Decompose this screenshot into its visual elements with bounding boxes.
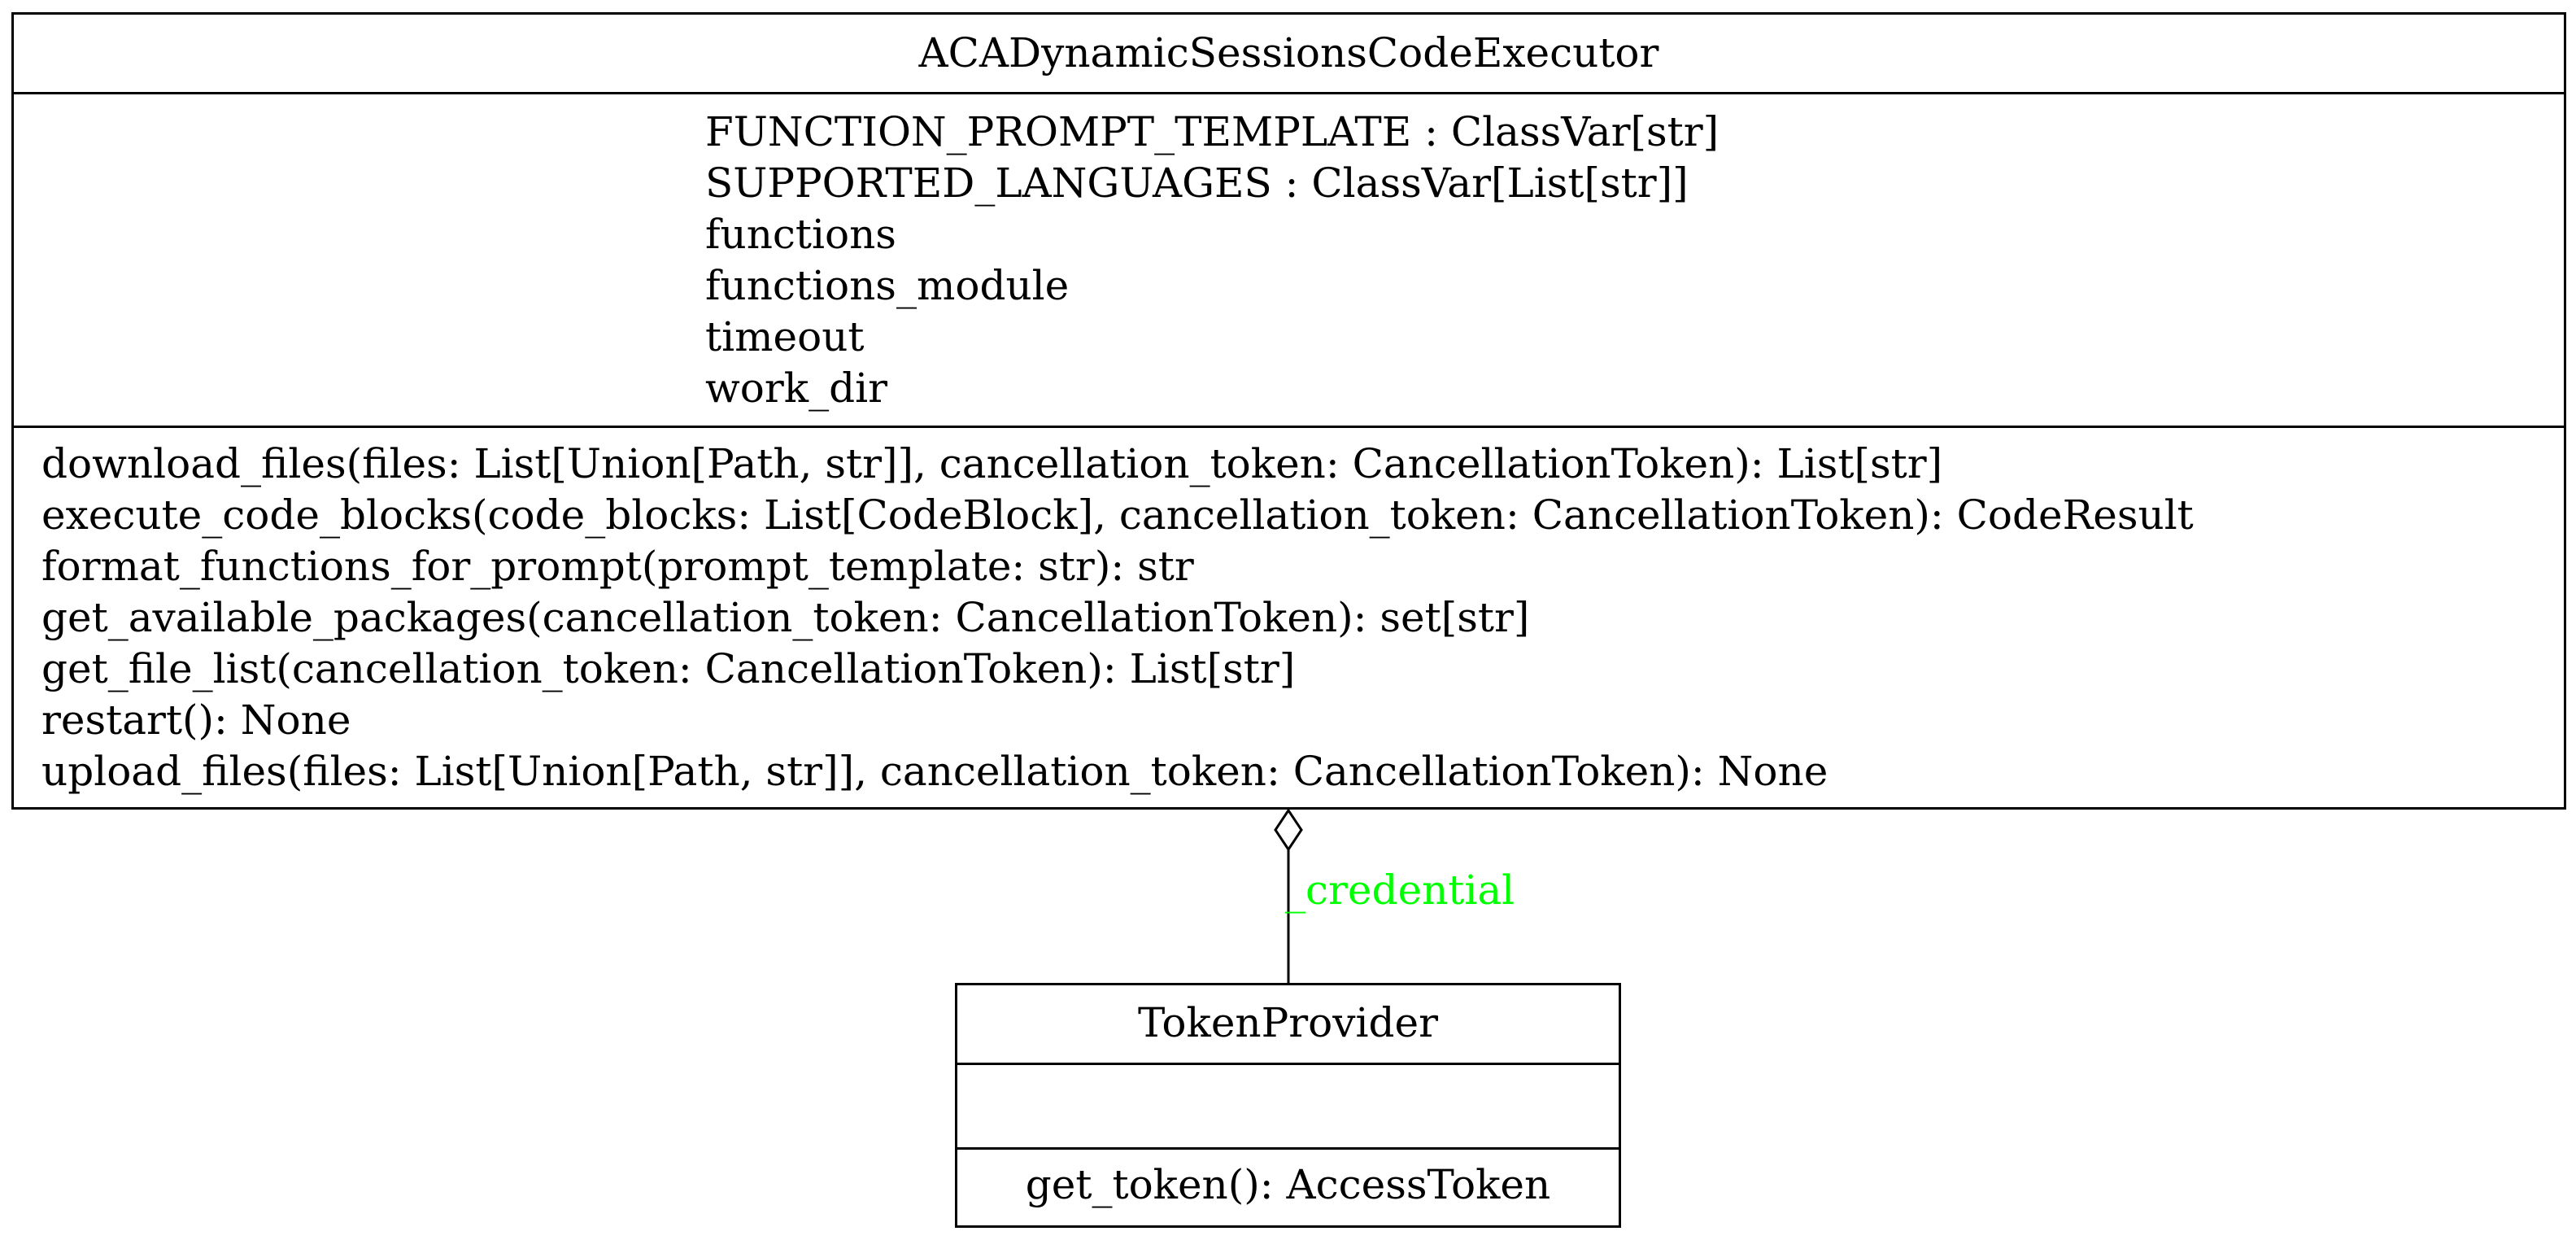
- attribute-item: functions_module: [705, 262, 1070, 309]
- method-section: download_files(files: List[Union[Path, s…: [14, 428, 2564, 797]
- method-item: get_token(): AccessToken: [1025, 1161, 1551, 1208]
- method-item: restart(): None: [41, 696, 351, 744]
- class-name: ACADynamicSessionsCodeExecutor: [14, 15, 2564, 94]
- class-token-provider: TokenProvider get_token(): AccessToken: [955, 983, 1621, 1228]
- class-aca-dynamic-sessions-code-executor: ACADynamicSessionsCodeExecutor FUNCTION_…: [11, 12, 2566, 810]
- attribute-section: [957, 1065, 1619, 1150]
- attribute-item: FUNCTION_PROMPT_TEMPLATE : ClassVar[str]: [705, 108, 1720, 155]
- class-name: TokenProvider: [957, 985, 1619, 1065]
- method-item: execute_code_blocks(code_blocks: List[Co…: [41, 491, 2194, 539]
- attribute-item: SUPPORTED_LANGUAGES : ClassVar[List[str]…: [705, 159, 1689, 207]
- method-section: get_token(): AccessToken: [957, 1150, 1619, 1211]
- method-item: download_files(files: List[Union[Path, s…: [41, 440, 1943, 487]
- attribute-section: FUNCTION_PROMPT_TEMPLATE : ClassVar[str]…: [14, 94, 2564, 428]
- attribute-item: work_dir: [705, 365, 887, 412]
- aggregation-diamond-icon: [1274, 808, 1303, 852]
- relation-label: _credential: [1285, 867, 1515, 914]
- method-item: get_file_list(cancellation_token: Cancel…: [41, 645, 1296, 692]
- method-item: format_functions_for_prompt(prompt_templ…: [41, 543, 1194, 590]
- attribute-item: timeout: [705, 313, 865, 360]
- attribute-item: functions: [705, 211, 896, 258]
- method-item: upload_files(files: List[Union[Path, str…: [41, 748, 1828, 795]
- method-item: get_available_packages(cancellation_toke…: [41, 594, 1530, 641]
